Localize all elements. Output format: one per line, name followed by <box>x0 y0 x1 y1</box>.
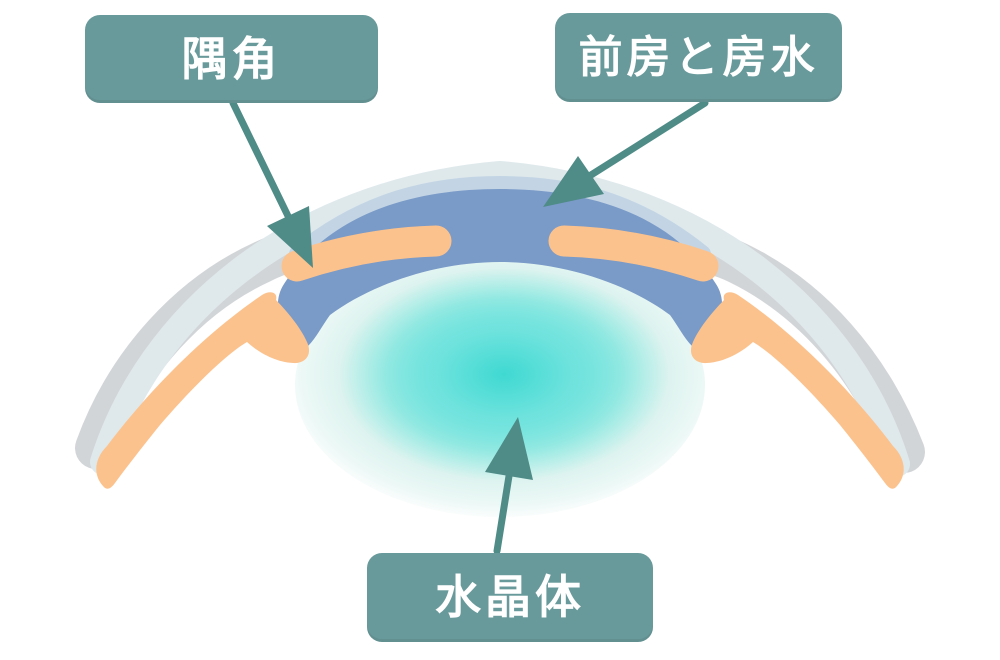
label-angle-text: 隅角 <box>181 33 282 85</box>
arrow-lens <box>485 417 533 555</box>
lens-body <box>295 253 705 517</box>
label-angle: 隅角 <box>85 15 378 103</box>
cornea-outer-arc <box>90 160 910 477</box>
anterior-chamber-aqueous <box>277 189 723 349</box>
label-lens-text: 水晶体 <box>435 571 585 623</box>
arrow-anterior-chamber <box>543 99 709 207</box>
iris-wing-right <box>690 292 904 489</box>
arrow-angle <box>229 99 313 268</box>
label-anterior-chamber-text: 前房と房水 <box>578 33 819 82</box>
iris-wing-left <box>96 292 310 489</box>
label-anterior-chamber: 前房と房水 <box>555 13 842 102</box>
label-lens: 水晶体 <box>367 553 653 642</box>
iris-upper-right <box>548 225 719 282</box>
cornea-inner-band <box>289 175 711 263</box>
